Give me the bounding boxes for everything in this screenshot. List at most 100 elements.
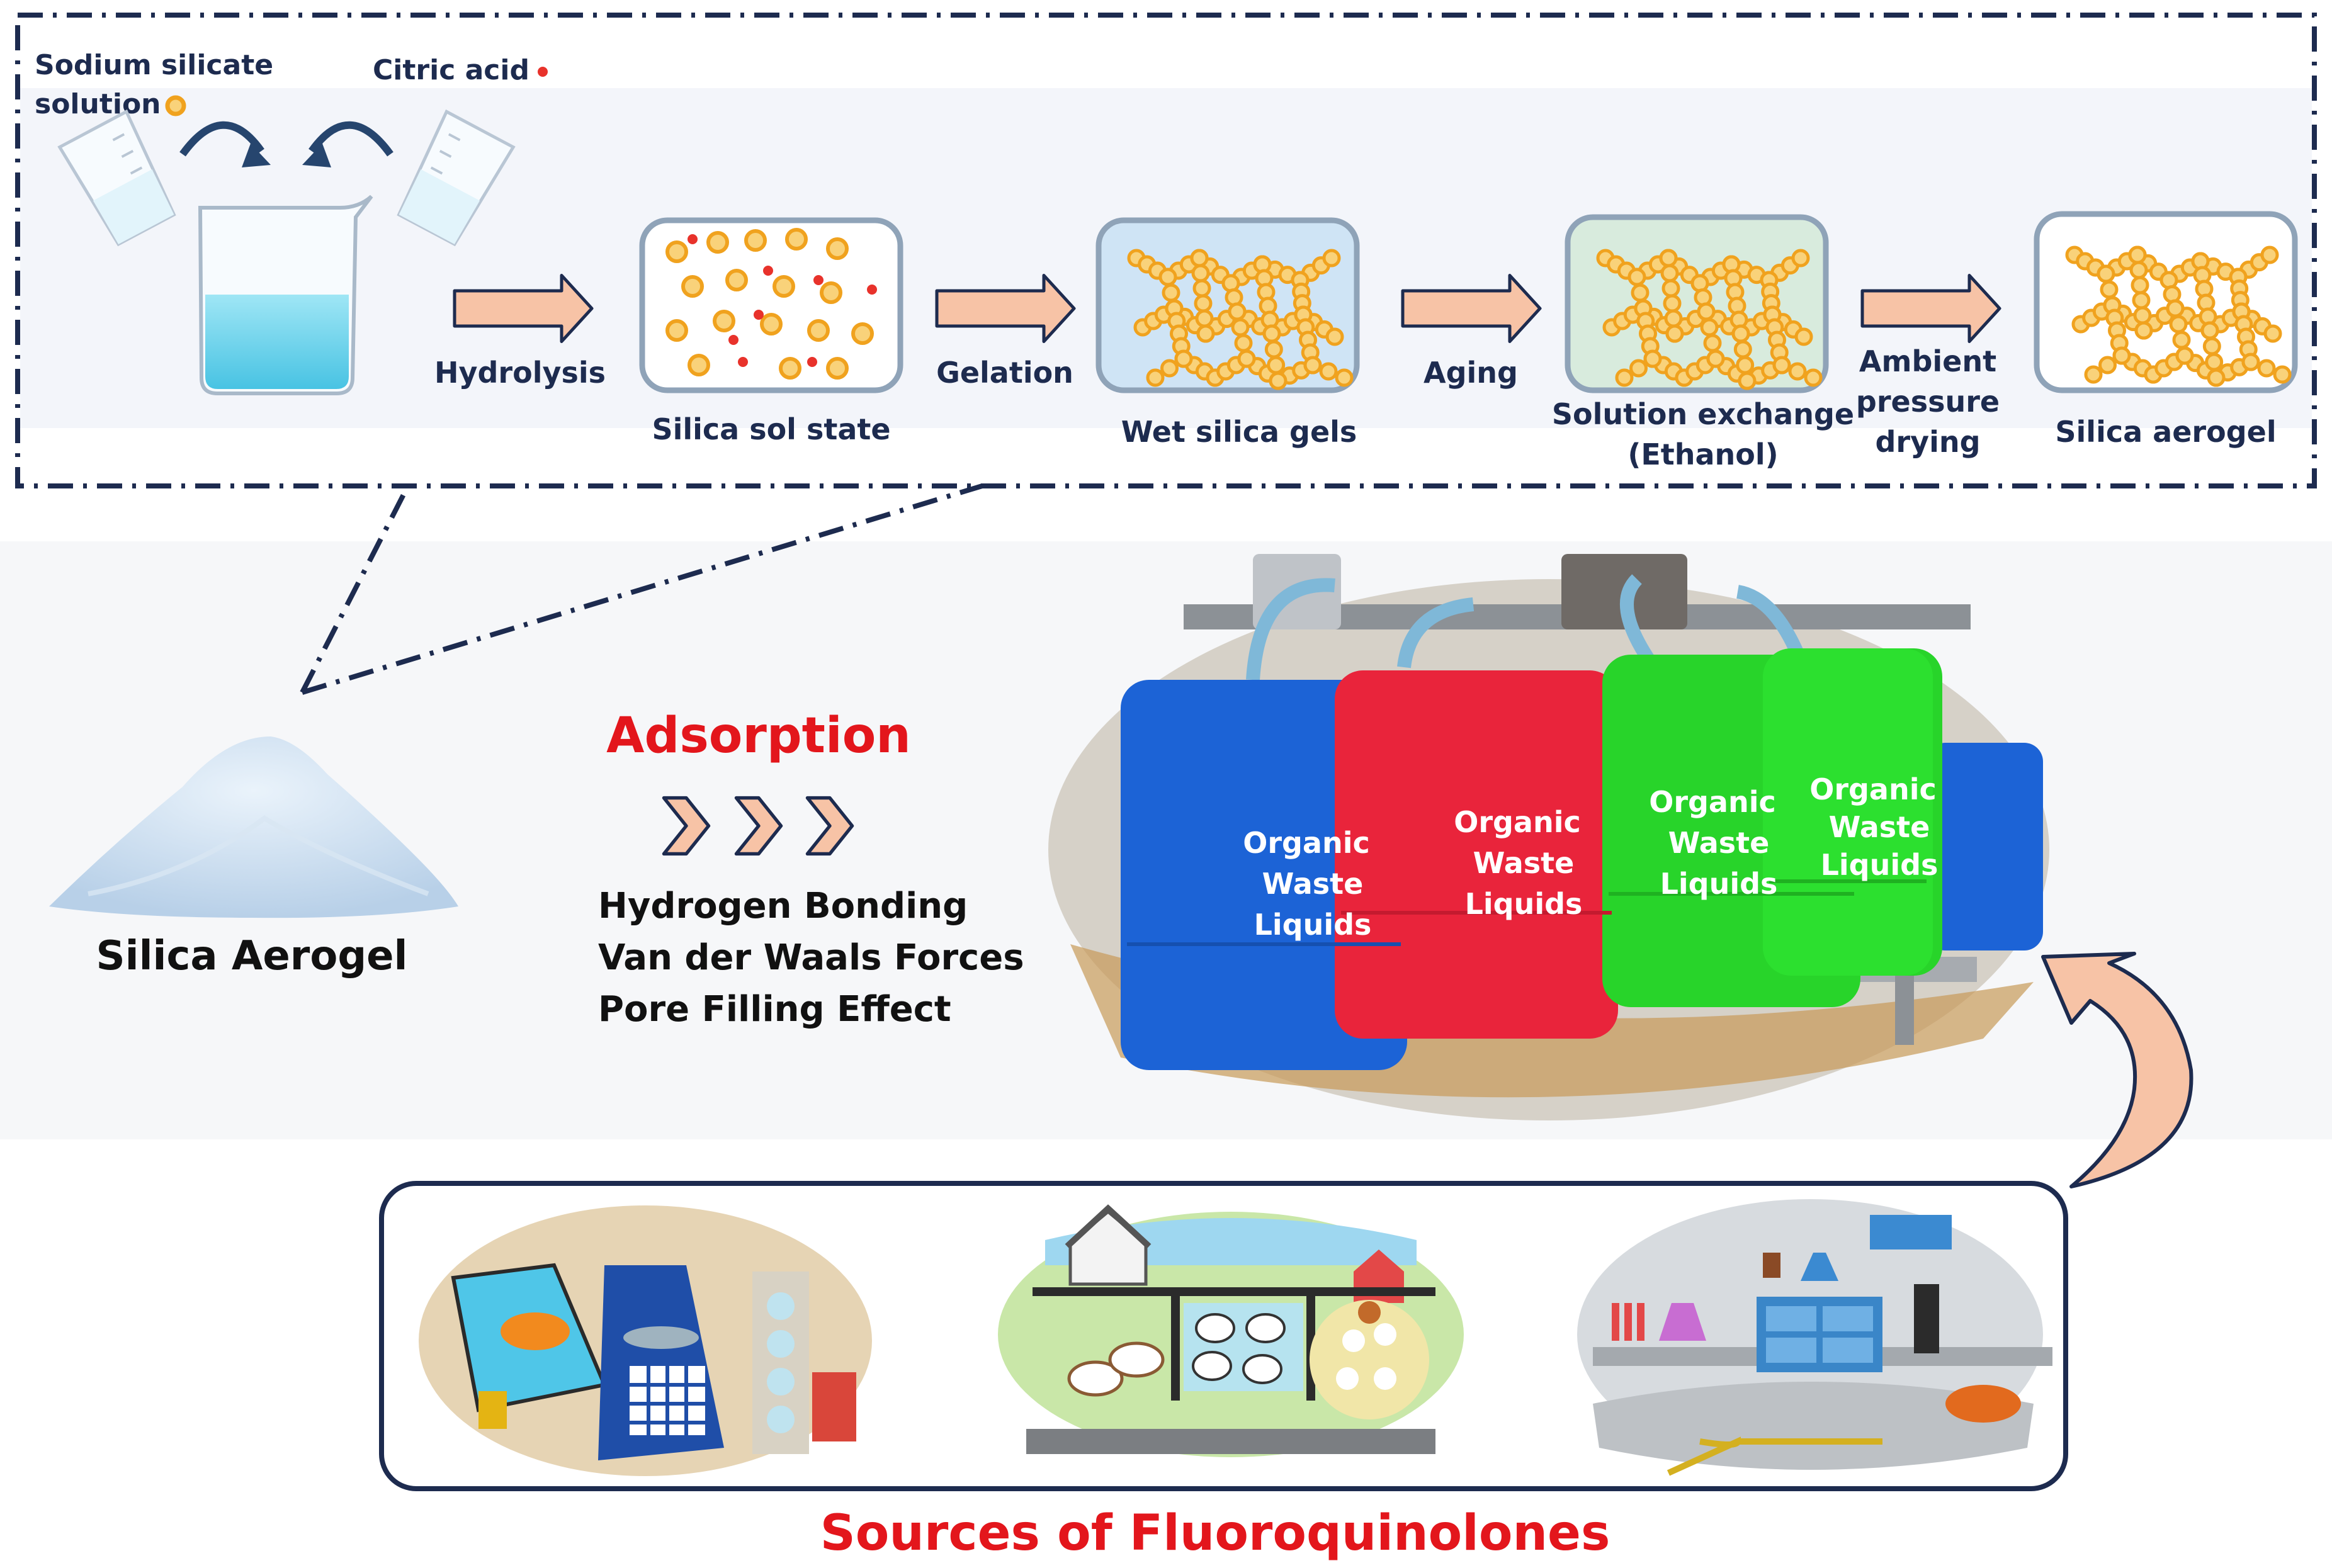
citric-particle-0 — [688, 234, 698, 244]
state-sol: Silica sol state — [652, 412, 890, 446]
net3-bead-49 — [2098, 356, 2117, 375]
container-4-line1: Organic — [1809, 772, 1937, 806]
waste-liquid-scene — [1048, 554, 2049, 1120]
sol-particle-9 — [665, 319, 688, 342]
net3-bead-108 — [2205, 353, 2224, 371]
legend-citric-acid: Citric acid — [373, 54, 529, 86]
net2-bead-49 — [1629, 359, 1648, 378]
container-2-line3: Liquids — [1465, 887, 1583, 921]
state-aerogel: Silica aerogel — [2055, 415, 2276, 449]
container-3-line3: Liquids — [1660, 867, 1778, 901]
process-arrow-3 — [1401, 274, 1542, 343]
net3-bead-82 — [2169, 315, 2188, 334]
net1-bead-108 — [1267, 356, 1286, 375]
zoom-lines — [300, 483, 983, 695]
net2-bead-107 — [1733, 340, 1752, 359]
sol-particle-5 — [681, 275, 704, 298]
sol-particle-7 — [773, 275, 795, 298]
left-pouring-beaker — [57, 109, 176, 247]
net2-bead-77 — [1643, 349, 1662, 368]
net2-bead-47 — [1794, 327, 1813, 346]
mechanism-van-der-waals: Van der Waals Forces — [598, 937, 1024, 978]
product-label: Silica Aerogel — [96, 933, 408, 979]
net1-bead-96 — [1192, 279, 1211, 298]
net1-bead-94 — [1190, 249, 1209, 268]
net2-bead-83 — [1703, 334, 1722, 353]
legend-sodium-silicate-line2: solution — [35, 88, 161, 120]
sol-particle-3 — [785, 228, 808, 251]
net3-bead-83 — [2172, 330, 2191, 349]
sol-particle-0 — [665, 240, 688, 263]
net3-bead-48 — [2084, 365, 2103, 384]
net1-bead-106 — [1262, 324, 1281, 343]
net3-bead-96 — [2131, 276, 2149, 295]
pour-arrow-right-head — [302, 144, 331, 167]
container-4-line3: Liquids — [1821, 848, 1939, 882]
sol-particle-1 — [706, 231, 729, 254]
net2-bead-81 — [1697, 302, 1716, 321]
net2-bead-93 — [1772, 356, 1791, 375]
pour-arrow-right — [308, 121, 393, 157]
net1-bead-99 — [1196, 324, 1215, 343]
net1-bead-79 — [1225, 288, 1243, 307]
adsorption-title: Adsorption — [606, 708, 911, 764]
aerogel-box — [2034, 211, 2298, 393]
process-arrow-2 — [935, 274, 1076, 343]
citric-particle-2 — [754, 310, 764, 320]
net3-bead-98 — [2133, 306, 2152, 325]
citric-particle-4 — [738, 357, 748, 367]
step-drying-line2: pressure — [1856, 385, 2000, 419]
net2-bead-78 — [1690, 274, 1709, 293]
process-frame — [15, 13, 2317, 488]
container-labels: Organic Waste Liquids Organic Waste Liqu… — [1243, 772, 1938, 942]
net2-bead-99 — [1665, 324, 1684, 343]
net3-bead-106 — [2200, 321, 2219, 340]
net3-bead-93 — [2241, 353, 2260, 371]
container-2-line2: Waste — [1473, 846, 1575, 880]
net1-bead-109 — [1269, 371, 1288, 390]
net3-bead-84 — [2175, 346, 2194, 365]
net3-bead-107 — [2202, 337, 2221, 356]
sol-particles — [665, 228, 877, 380]
citric-particle-7 — [728, 335, 739, 345]
aquaculture-scene — [419, 1205, 872, 1476]
net1-bead-69 — [1335, 368, 1354, 387]
net3-bead-95 — [2129, 261, 2148, 279]
net2-bead-82 — [1700, 318, 1719, 337]
net1-bead-49 — [1160, 359, 1179, 378]
sol-particle-12 — [807, 319, 830, 342]
state-exchange-line1: Solution exchange — [1552, 397, 1854, 431]
mixing-beaker — [198, 195, 373, 395]
sol-particle-15 — [779, 357, 801, 380]
net2-bead-96 — [1661, 279, 1680, 298]
sol-particle-2 — [744, 229, 767, 252]
step-aging: Aging — [1424, 356, 1518, 390]
sol-particle-14 — [688, 354, 710, 376]
net3-bead-79 — [2163, 285, 2182, 303]
net3-bead-69 — [2273, 365, 2292, 384]
citric-acid-marker — [538, 67, 548, 77]
net3-bead-81 — [2166, 299, 2185, 318]
livestock-scene — [998, 1204, 1464, 1457]
net2-bead-68 — [1788, 362, 1807, 381]
citric-particle-5 — [763, 266, 773, 276]
net1-bead-48 — [1146, 368, 1165, 387]
legend-sodium-silicate-line1: Sodium silicate — [35, 49, 273, 81]
net2-bead-79 — [1694, 288, 1712, 307]
return-arrow — [2041, 952, 2193, 1188]
net2-bead-23 — [1791, 249, 1810, 268]
step-gelation: Gelation — [936, 356, 1073, 390]
sources-title: Sources of Fluoroquinolones — [820, 1505, 1610, 1562]
step-hydrolysis: Hydrolysis — [434, 356, 606, 390]
wet-gel-network — [1127, 249, 1354, 390]
net2-bead-95 — [1660, 264, 1679, 283]
state-exchange-line2: (Ethanol) — [1627, 437, 1778, 471]
net1-bead-83 — [1234, 334, 1253, 353]
aerogel-network — [2065, 245, 2292, 387]
sodium-silicate-marker — [165, 95, 186, 116]
container-1-line2: Waste — [1262, 867, 1364, 901]
net1-bead-81 — [1228, 302, 1247, 321]
net1-bead-84 — [1237, 349, 1256, 368]
